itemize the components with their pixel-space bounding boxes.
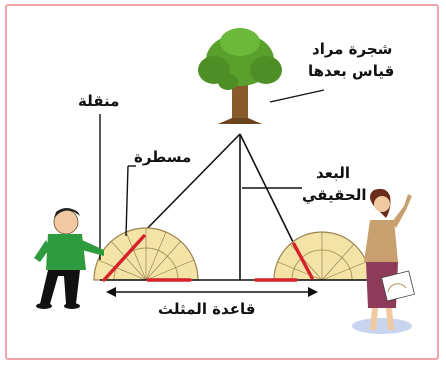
distance-label-line1: البعد xyxy=(316,164,351,182)
base-label: قاعدة المثلث xyxy=(158,300,256,318)
triangle xyxy=(133,133,295,280)
rulers xyxy=(102,234,314,282)
tree-label-line2: قياس بعدها xyxy=(308,62,395,80)
right-ruler-angled xyxy=(292,242,314,280)
ruler-label: مسطرة xyxy=(134,148,192,166)
protractor-icon xyxy=(93,227,199,281)
woman-pointing-icon xyxy=(352,188,415,334)
left-ruler-angled xyxy=(102,234,146,282)
left-side xyxy=(133,133,241,243)
tree-label-line1: شجرة مراد xyxy=(312,40,393,58)
tree-icon xyxy=(198,28,282,124)
protractor-label: منقلة xyxy=(78,92,120,110)
tree-label-pointer xyxy=(269,89,325,103)
boy-measuring-icon xyxy=(34,208,104,309)
ruler-pointer-v xyxy=(125,165,129,237)
distance-label-line2: الحقيقي xyxy=(302,186,367,204)
right-side xyxy=(239,133,295,245)
protractor-icon xyxy=(273,231,371,281)
diagram-frame xyxy=(5,4,439,360)
base-arrow xyxy=(106,287,318,297)
